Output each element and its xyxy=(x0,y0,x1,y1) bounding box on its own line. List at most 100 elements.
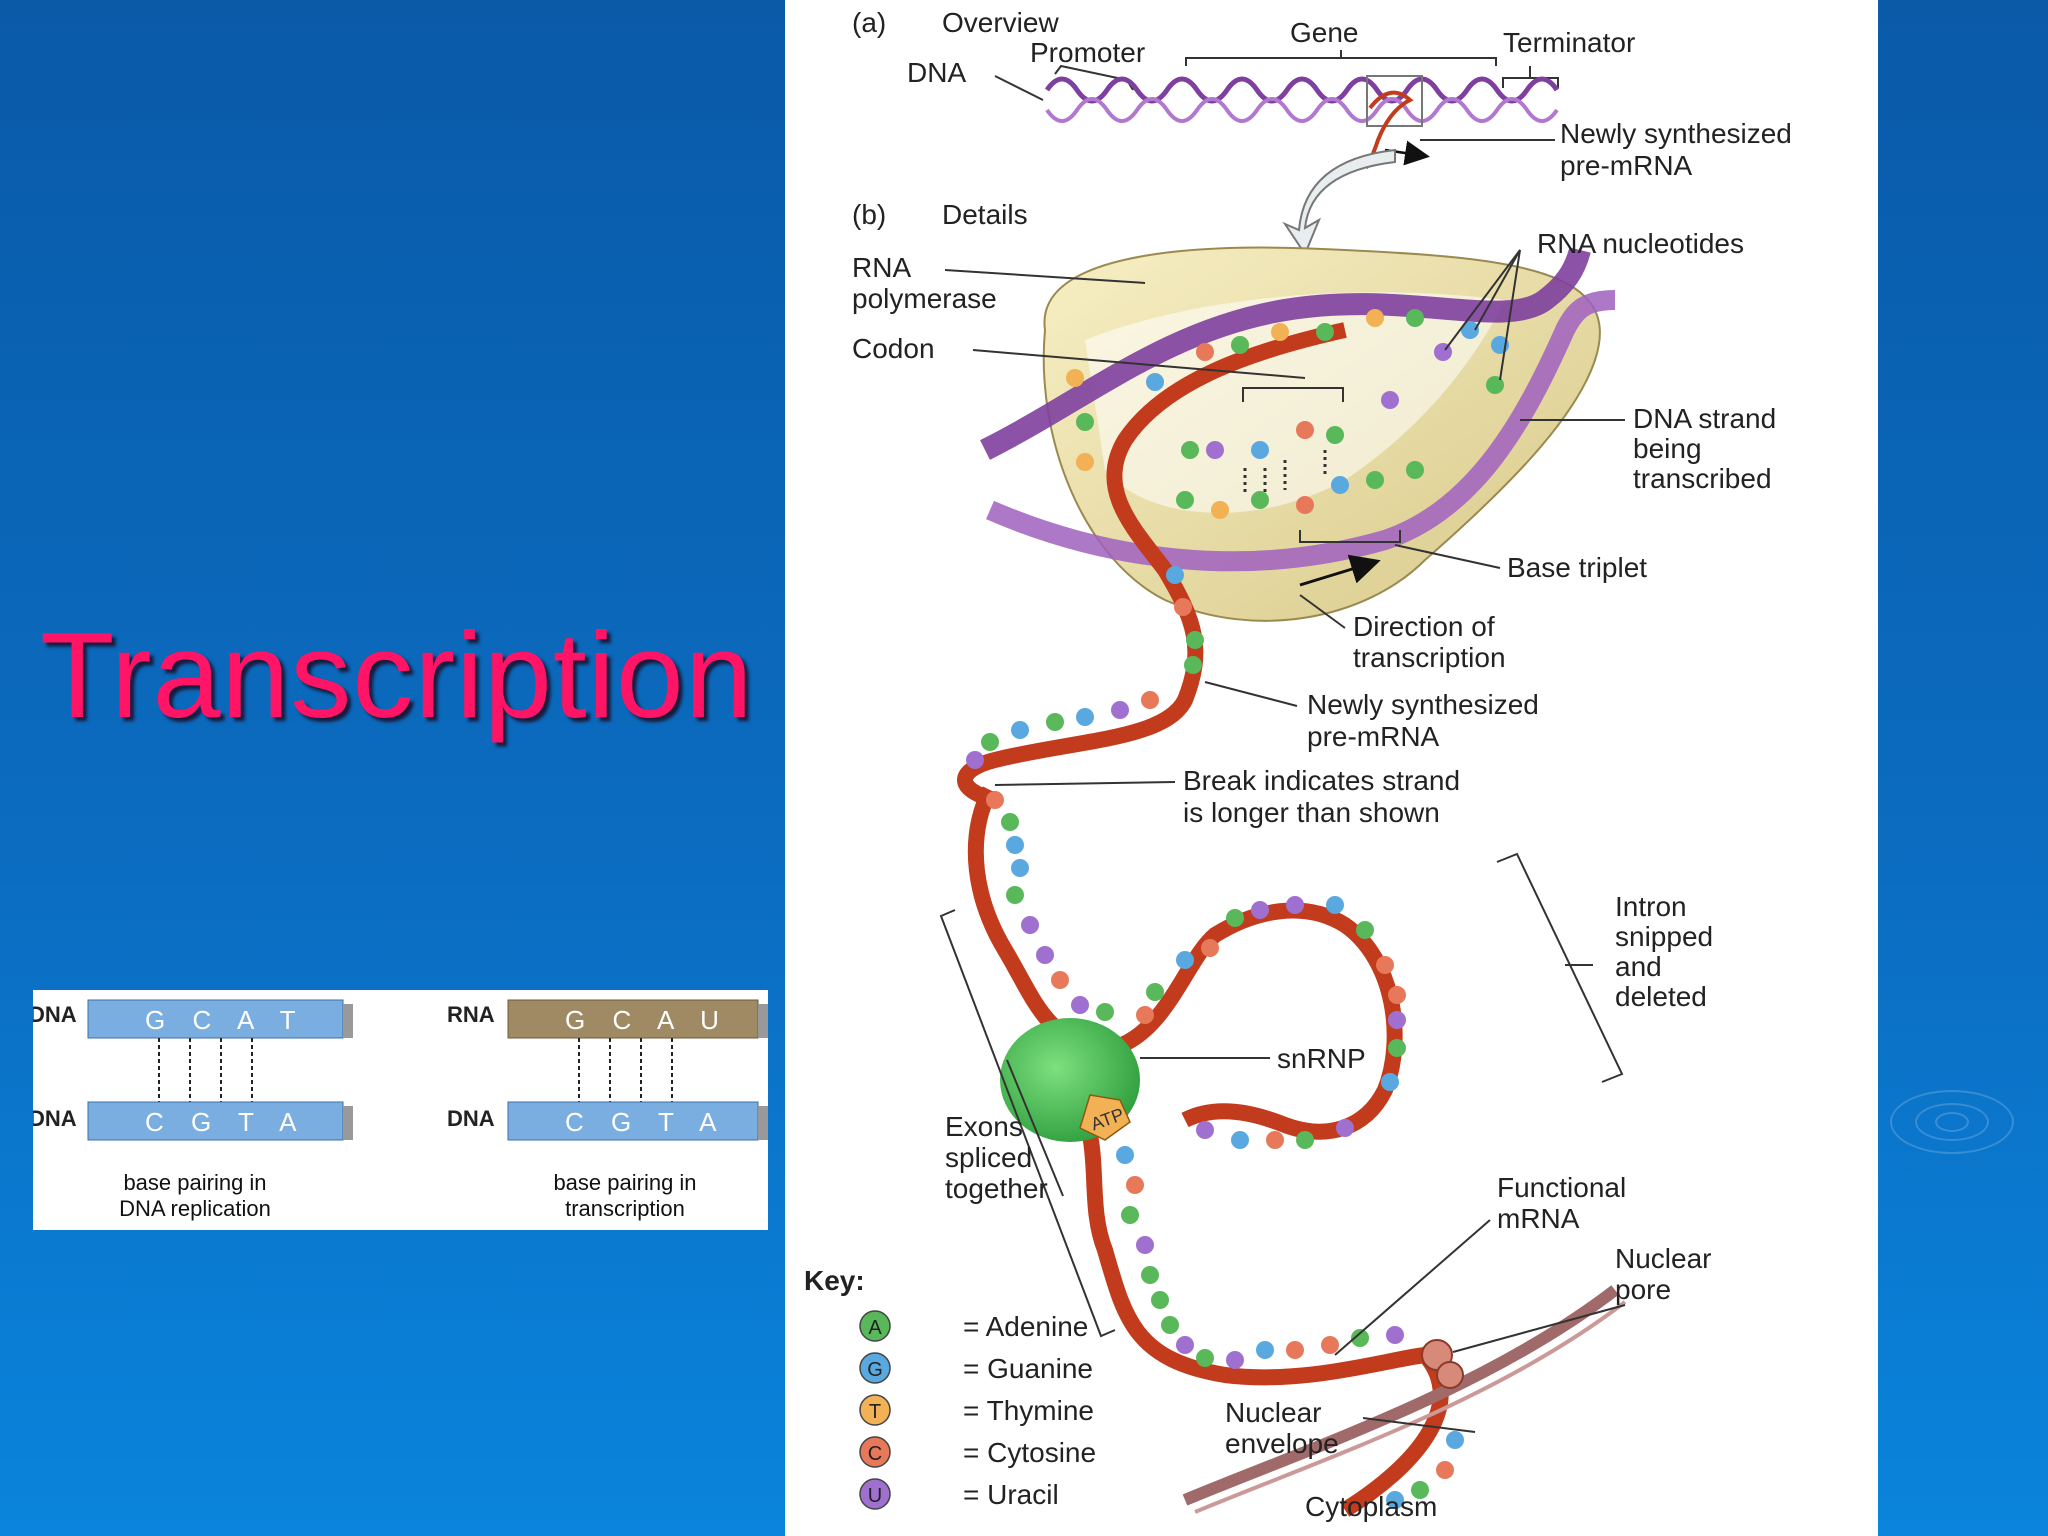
functional-mrna-strand xyxy=(1068,1095,1427,1386)
key-swatch-icon xyxy=(859,1478,891,1510)
key-name: = Adenine xyxy=(963,1311,1088,1342)
functional-mrna-label-line2: mRNA xyxy=(1497,1203,1580,1234)
key-item: A = Adenine xyxy=(859,1310,1088,1342)
exons-bracket-inner xyxy=(1006,1059,1064,1197)
caption-line: DNA replication xyxy=(119,1196,271,1221)
pre-mrna-leader xyxy=(1204,681,1298,707)
pre-mrna-label-line1: Newly synthesized xyxy=(1307,689,1539,720)
key-title: Key: xyxy=(804,1265,865,1296)
top-strand-letters: G C A U xyxy=(565,1005,729,1035)
break-label-line1: Break indicates strand xyxy=(1183,765,1460,796)
nuclear-pore-label-line1: Nuclear xyxy=(1615,1243,1711,1274)
terminator-bracket xyxy=(1502,66,1559,88)
top-strand-label: RNA xyxy=(447,1002,495,1027)
transcription-panel: RNA G C A U DNA C G T A base pairing in … xyxy=(447,999,768,1221)
nuclear-envelope xyxy=(1194,1300,1627,1514)
pre-mrna-label-line1: Newly synthesized xyxy=(1560,118,1792,149)
nuclear-pore xyxy=(1436,1361,1464,1389)
rna-nucleotides-label: RNA nucleotides xyxy=(1537,228,1744,259)
nucleotides-leader xyxy=(1444,249,1521,351)
dna-replication-panel: DNA G C A T DNA C G T A base pairing in … xyxy=(33,999,353,1221)
key-name: = Cytosine xyxy=(963,1437,1096,1468)
dna-strand xyxy=(986,290,1616,572)
dna-strand-label-line1: DNA strand xyxy=(1633,403,1776,434)
snrnp-label: snRNP xyxy=(1277,1043,1366,1074)
nuclear-pore-label-line2: pore xyxy=(1615,1274,1671,1305)
key-letter: C xyxy=(868,1443,882,1465)
dna-helix-strand xyxy=(1044,76,1560,104)
nucleotides-leader xyxy=(1474,249,1521,331)
key-item: G = Guanine xyxy=(859,1352,1093,1384)
key-item: C = Cytosine xyxy=(859,1436,1096,1468)
key-swatch-icon xyxy=(859,1394,891,1426)
intron-label-line4: deleted xyxy=(1615,981,1707,1012)
part-a-letter: (a) xyxy=(852,7,886,38)
rna-polymerase-label-line2: polymerase xyxy=(852,283,997,314)
codon-label: Codon xyxy=(852,333,935,364)
caption-line: base pairing in xyxy=(553,1170,696,1195)
ripple-decoration xyxy=(1935,1112,1969,1132)
base-triplet-leader xyxy=(1394,544,1501,569)
key-swatch-icon xyxy=(859,1352,891,1384)
top-strand-letters: G C A T xyxy=(145,1005,306,1035)
codon-bracket xyxy=(1242,387,1344,402)
exons-label-line1: Exons xyxy=(945,1111,1023,1142)
intron-label-line3: and xyxy=(1615,951,1662,982)
top-strand-label: DNA xyxy=(33,1002,77,1027)
dna-strand xyxy=(980,246,1591,460)
key-letter: G xyxy=(867,1359,883,1381)
pre-mrna-label-line2: pre-mRNA xyxy=(1560,150,1693,181)
base-triplet-label: Base triplet xyxy=(1507,552,1647,583)
exons-label-line3: together xyxy=(945,1173,1048,1204)
dna-strand-label-line3: transcribed xyxy=(1633,463,1772,494)
key-letter: U xyxy=(868,1485,882,1507)
direction-label-line1: Direction of xyxy=(1353,611,1495,642)
functional-mrna-leader xyxy=(1334,1219,1491,1356)
key-name: = Guanine xyxy=(963,1353,1093,1384)
key-swatch-icon xyxy=(859,1310,891,1342)
base-pairing-image: DNA G C A T DNA C G T A base pairing in … xyxy=(33,990,768,1230)
key-name: = Uracil xyxy=(963,1479,1059,1510)
polymerase-leader xyxy=(944,269,1146,284)
slide-title: Transcription xyxy=(40,607,754,743)
cytoplasm-label: Cytoplasm xyxy=(1305,1491,1437,1522)
key-swatch-icon xyxy=(859,1436,891,1468)
base-triplet-bracket xyxy=(1299,530,1401,543)
key-letter: A xyxy=(868,1317,882,1339)
dna-leader xyxy=(994,75,1044,101)
ripple-decoration xyxy=(1915,1103,1989,1141)
exons-label-line2: spliced xyxy=(945,1142,1032,1173)
caption-line: transcription xyxy=(565,1196,685,1221)
nuclear-envelope xyxy=(1182,1285,1619,1506)
key-name: = Thymine xyxy=(963,1395,1094,1426)
bottom-strand-label: DNA xyxy=(447,1106,495,1131)
nuclear-envelope-label-line2: envelope xyxy=(1225,1428,1339,1459)
details-panel: (b) Details xyxy=(852,199,1776,1522)
atp-molecule xyxy=(1079,1094,1131,1141)
transcription-site-box xyxy=(1366,75,1423,127)
details-heading: Details xyxy=(942,199,1028,230)
bottom-strand-letters: C G T A xyxy=(145,1107,307,1137)
ripple-decoration xyxy=(1890,1090,2014,1154)
exons-bracket xyxy=(939,909,1116,1338)
bottom-strand-letters: C G T A xyxy=(565,1107,727,1137)
bottom-strand-label: DNA xyxy=(33,1106,77,1131)
rna-nucleotides xyxy=(966,309,1509,769)
intron-bracket xyxy=(1496,852,1624,1083)
dna-label: DNA xyxy=(907,57,966,88)
nucleotides-leader xyxy=(1499,249,1521,381)
nuclear-envelope-label-line1: Nuclear xyxy=(1225,1397,1321,1428)
break-label-line2: is longer than shown xyxy=(1183,797,1440,828)
mrna-nucleotides xyxy=(986,791,1464,1509)
overview-panel: (a) Overview DNA Promoter Gene Terminato… xyxy=(852,7,1792,257)
dna-helix-strand xyxy=(1045,97,1559,123)
zoom-arrow xyxy=(1282,148,1396,257)
direction-arrow xyxy=(1299,554,1381,587)
rna-polymerase-label-line1: RNA xyxy=(852,252,911,283)
nuclear-envelope-leader xyxy=(1362,1417,1476,1433)
direction-leader xyxy=(1299,594,1346,629)
dna-strand-label-line2: being xyxy=(1633,433,1702,464)
overview-heading: Overview xyxy=(942,7,1059,38)
pre-mrna-strand xyxy=(957,322,1347,808)
key-item: U = Uracil xyxy=(859,1478,1059,1510)
